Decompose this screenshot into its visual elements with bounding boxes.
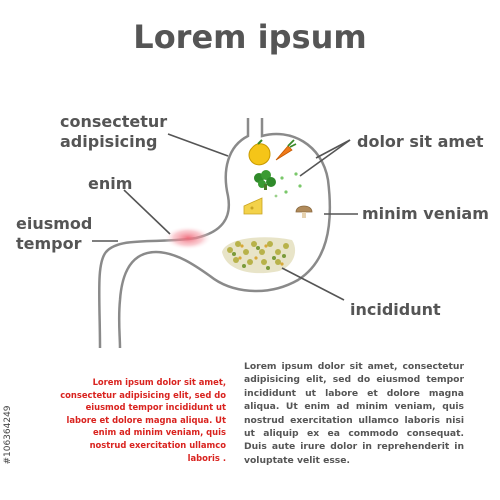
label-consectetur: consectetur adipisicing xyxy=(60,112,168,151)
label-minim: minim veniam xyxy=(362,204,489,223)
digested-food-mass xyxy=(222,237,296,274)
pointer-dolor-1 xyxy=(299,139,351,177)
broccoli-icon xyxy=(254,170,276,190)
label-incididunt: incididunt xyxy=(350,300,441,319)
stomach-outline-inner xyxy=(117,118,332,349)
mushroom-icon xyxy=(295,205,313,218)
pointer-lines xyxy=(92,133,358,301)
label-enim: enim xyxy=(88,174,133,193)
label-dolor: dolor sit amet xyxy=(357,132,484,151)
paragraph-gray: Lorem ipsum dolor sit amet, consectetur … xyxy=(244,361,464,466)
pointer-enim xyxy=(123,189,171,235)
pepper-icon xyxy=(248,139,271,166)
food-particles xyxy=(274,172,302,198)
side-code: #106364249 xyxy=(3,405,13,465)
pointer-consectetur xyxy=(167,133,229,157)
pointer-incididunt xyxy=(281,267,345,301)
paragraph-red: Lorem ipsum dolor sit amet, consectetur … xyxy=(60,377,226,463)
diagram-title: Lorem ipsum xyxy=(133,18,367,56)
pointer-dolor-2 xyxy=(315,139,351,159)
label-eiusmod: eiusmod tempor xyxy=(16,214,93,253)
inflammation-spot xyxy=(164,226,212,250)
carrot-icon xyxy=(275,139,297,161)
cheese-icon xyxy=(243,197,263,215)
